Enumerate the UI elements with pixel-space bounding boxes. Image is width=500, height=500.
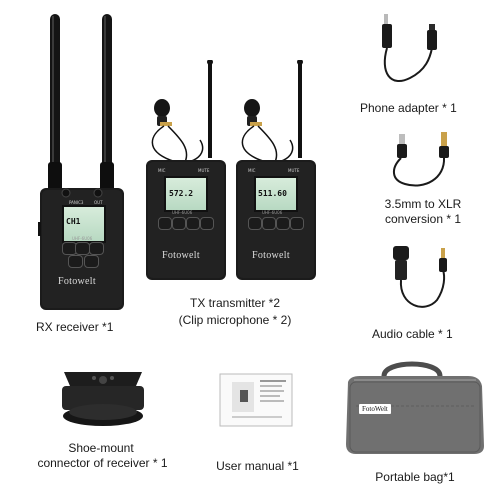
tx-left-button-3 [186, 217, 200, 230]
shoe-mount-illustration [62, 372, 144, 426]
rx-receiver-caption: RX receiver *1 [36, 320, 114, 334]
tx-transmitter-right: MIC MUTE 511.60 UHF-6U06 Fotowelt [230, 60, 320, 280]
tx-transmitter-left: MIC MUTE 572.2 UHF-6U06 Fotowelt [140, 60, 230, 280]
portable-bag-brand-logo: FotoWelt [359, 404, 391, 414]
user-manual-caption: User manual *1 [216, 459, 299, 473]
portable-bag-caption: Portable bag*1 [375, 470, 455, 484]
tx-left-illustration [146, 60, 226, 280]
tx-left-label-mic: MIC [158, 168, 166, 173]
audio-cable-caption: Audio cable * 1 [372, 327, 453, 341]
phone-adapter-caption: Phone adapter * 1 [360, 101, 457, 115]
audio-cable-illustration [393, 246, 447, 308]
tx-transmitter-caption-line2: (Clip microphone * 2) [178, 313, 292, 327]
tx-left-screen: 572.2 [164, 176, 208, 212]
tx-right-button-1 [248, 217, 262, 230]
phone-adapter-illustration [382, 14, 437, 83]
tx-right-label-mic: MIC [248, 168, 256, 173]
user-manual-illustration [219, 373, 293, 427]
rx-brand-logo: Fotowelt [58, 276, 96, 287]
tx-right-illustration [236, 60, 316, 280]
tx-transmitter-caption-line1: TX transmitter *2 [189, 296, 281, 310]
rx-screen-channel: CH1 [66, 217, 81, 226]
rx-button-4 [68, 255, 83, 268]
tx-left-button-2 [172, 217, 186, 230]
tx-left-button-4 [200, 217, 214, 230]
rx-button-3 [89, 242, 104, 255]
xlr-cable-illustration [393, 132, 449, 187]
tx-right-screen: 511.60 [254, 176, 298, 212]
tx-left-screen-value: 572.2 [169, 189, 194, 198]
xlr-caption-line1: 3.5mm to XLR [384, 197, 462, 211]
tx-right-screen-model: UHF-6U06 [262, 210, 283, 215]
rx-button-5 [84, 255, 99, 268]
tx-right-label-mute: MUTE [288, 168, 300, 173]
tx-left-button-1 [158, 217, 172, 230]
tx-left-label-mute: MUTE [198, 168, 210, 173]
rx-button-2 [75, 242, 90, 255]
tx-right-button-2 [262, 217, 276, 230]
tx-right-screen-value: 511.60 [258, 189, 287, 198]
tx-right-button-3 [276, 217, 290, 230]
shoe-mount-caption-line2: connector of receiver * 1 [37, 456, 168, 470]
rx-label-left: PANIC3 [69, 200, 84, 205]
rx-screen-model: UHF-6U06 [72, 236, 93, 241]
shoe-mount-caption-line1: Shoe-mount [68, 441, 134, 455]
tx-left-brand-logo: Fotowelt [162, 250, 200, 261]
xlr-caption-line2: conversion * 1 [384, 212, 462, 226]
tx-right-brand-logo: Fotowelt [252, 250, 290, 261]
rx-label-right: OUT [94, 200, 103, 205]
rx-receiver: PANIC3 OUT CH1 UHF-6U06 Fotowelt [36, 12, 126, 310]
tx-left-screen-model: UHF-6U06 [172, 210, 193, 215]
tx-right-button-4 [290, 217, 304, 230]
portable-bag-illustration [346, 361, 484, 454]
